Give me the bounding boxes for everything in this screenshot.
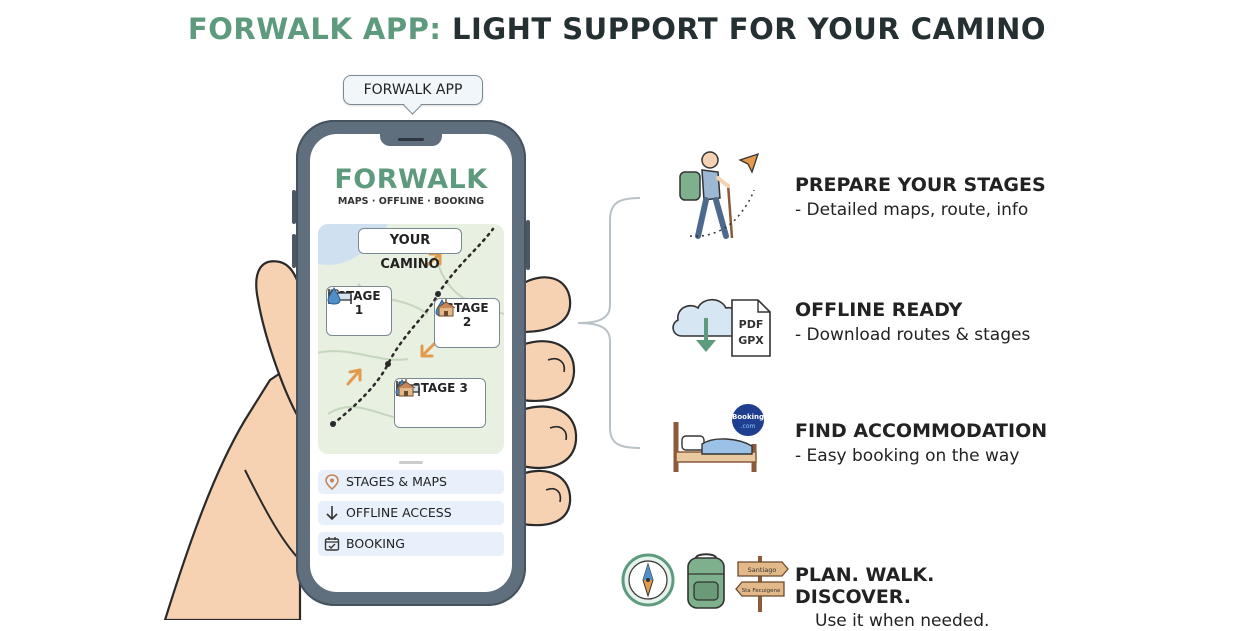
closing-subtitle: Use it when needed.	[815, 611, 990, 631]
church-icon	[436, 299, 456, 317]
power-button	[526, 220, 530, 270]
feature-prepare-stages: PREPARE YOUR STAGES - Detailed maps, rou…	[795, 174, 1046, 220]
stage-label: STAGE 2	[445, 301, 489, 329]
hand-illustration	[163, 260, 578, 620]
hiker-icon	[679, 151, 760, 239]
download-arrow-icon	[326, 506, 338, 521]
calendar-check-icon	[324, 537, 340, 551]
compass-icon	[621, 553, 675, 607]
menu-item-label: BOOKING	[346, 536, 405, 551]
feature-find-accommodation: FIND ACCOMMODATION - Easy booking on the…	[795, 420, 1047, 466]
feature-description: - Easy booking on the way	[795, 446, 1020, 466]
smartphone: FORWALK MAPS · OFFLINE · BOOKING YOUR CA…	[292, 120, 530, 606]
booking-badge-domain: .com	[741, 423, 756, 430]
stage-3-card[interactable]: STAGE 3	[394, 378, 486, 428]
menu-item-booking[interactable]: BOOKING	[318, 532, 504, 556]
feature-title: PREPARE YOUR STAGES	[795, 174, 1046, 196]
closing-message: PLAN. WALK. DISCOVER. Use it when needed…	[795, 564, 1055, 631]
feature-title: OFFLINE READY	[795, 299, 963, 321]
camino-map[interactable]: YOUR CAMINO STAGE 1 STAGE 2	[318, 224, 504, 454]
bottom-sheet-handle[interactable]	[399, 461, 423, 464]
feature-description: - Download routes & stages	[795, 325, 1031, 345]
feature-offline-ready: OFFLINE READY - Download routes & stages	[795, 299, 1030, 345]
closing-title: PLAN. WALK. DISCOVER.	[795, 564, 935, 608]
stage-2-card[interactable]: STAGE 2	[434, 298, 500, 348]
church-icon	[396, 379, 416, 397]
backpack-icon	[687, 553, 725, 609]
menu-item-stages-maps[interactable]: STAGES & MAPS	[318, 470, 504, 494]
bracket-connector	[577, 197, 641, 449]
booking-badge-text: Booking	[732, 413, 764, 421]
title-rest: LIGHT SUPPORT FOR YOUR CAMINO	[441, 12, 1047, 46]
volume-button	[292, 190, 296, 224]
cloud-download-icon: PDF GPX	[672, 298, 771, 357]
menu-item-offline-access[interactable]: OFFLINE ACCESS	[318, 501, 504, 525]
volume-button	[292, 234, 296, 268]
feature-description: - Detailed maps, route, info	[795, 200, 1029, 220]
bed-icon: Booking .com	[673, 402, 766, 472]
page-title: FORWALK APP: LIGHT SUPPORT FOR YOUR CAMI…	[0, 12, 1234, 46]
stage-1-card[interactable]: STAGE 1	[326, 286, 392, 336]
signpost-icon: Santiago Sta Fecuigene	[735, 556, 789, 612]
phone-notch	[380, 134, 442, 146]
app-brand: FORWALK	[334, 164, 488, 195]
map-title: YOUR CAMINO	[358, 228, 462, 272]
app-name-callout: FORWALK APP	[343, 75, 483, 105]
feature-title: FIND ACCOMMODATION	[795, 420, 1048, 442]
stage-label: STAGE 3	[412, 381, 468, 395]
phone-screen: FORWALK MAPS · OFFLINE · BOOKING YOUR CA…	[310, 134, 512, 592]
signpost-label: Sta Fecuigene	[742, 588, 781, 594]
file-type-gpx: GPX	[738, 334, 764, 347]
signpost-label: Santiago	[748, 566, 777, 574]
water-drop-icon	[327, 287, 341, 305]
file-type-pdf: PDF	[739, 318, 764, 331]
map-pin-icon	[325, 474, 339, 490]
menu-item-label: STAGES & MAPS	[346, 474, 447, 489]
app-tagline: MAPS · OFFLINE · BOOKING	[337, 196, 485, 207]
phone-in-hand-illustration: FORWALK APP FORWALK MAPS · OFFLINE · BOO…	[0, 0, 640, 620]
title-accent: FORWALK APP:	[187, 12, 442, 46]
menu-item-label: OFFLINE ACCESS	[346, 505, 452, 520]
